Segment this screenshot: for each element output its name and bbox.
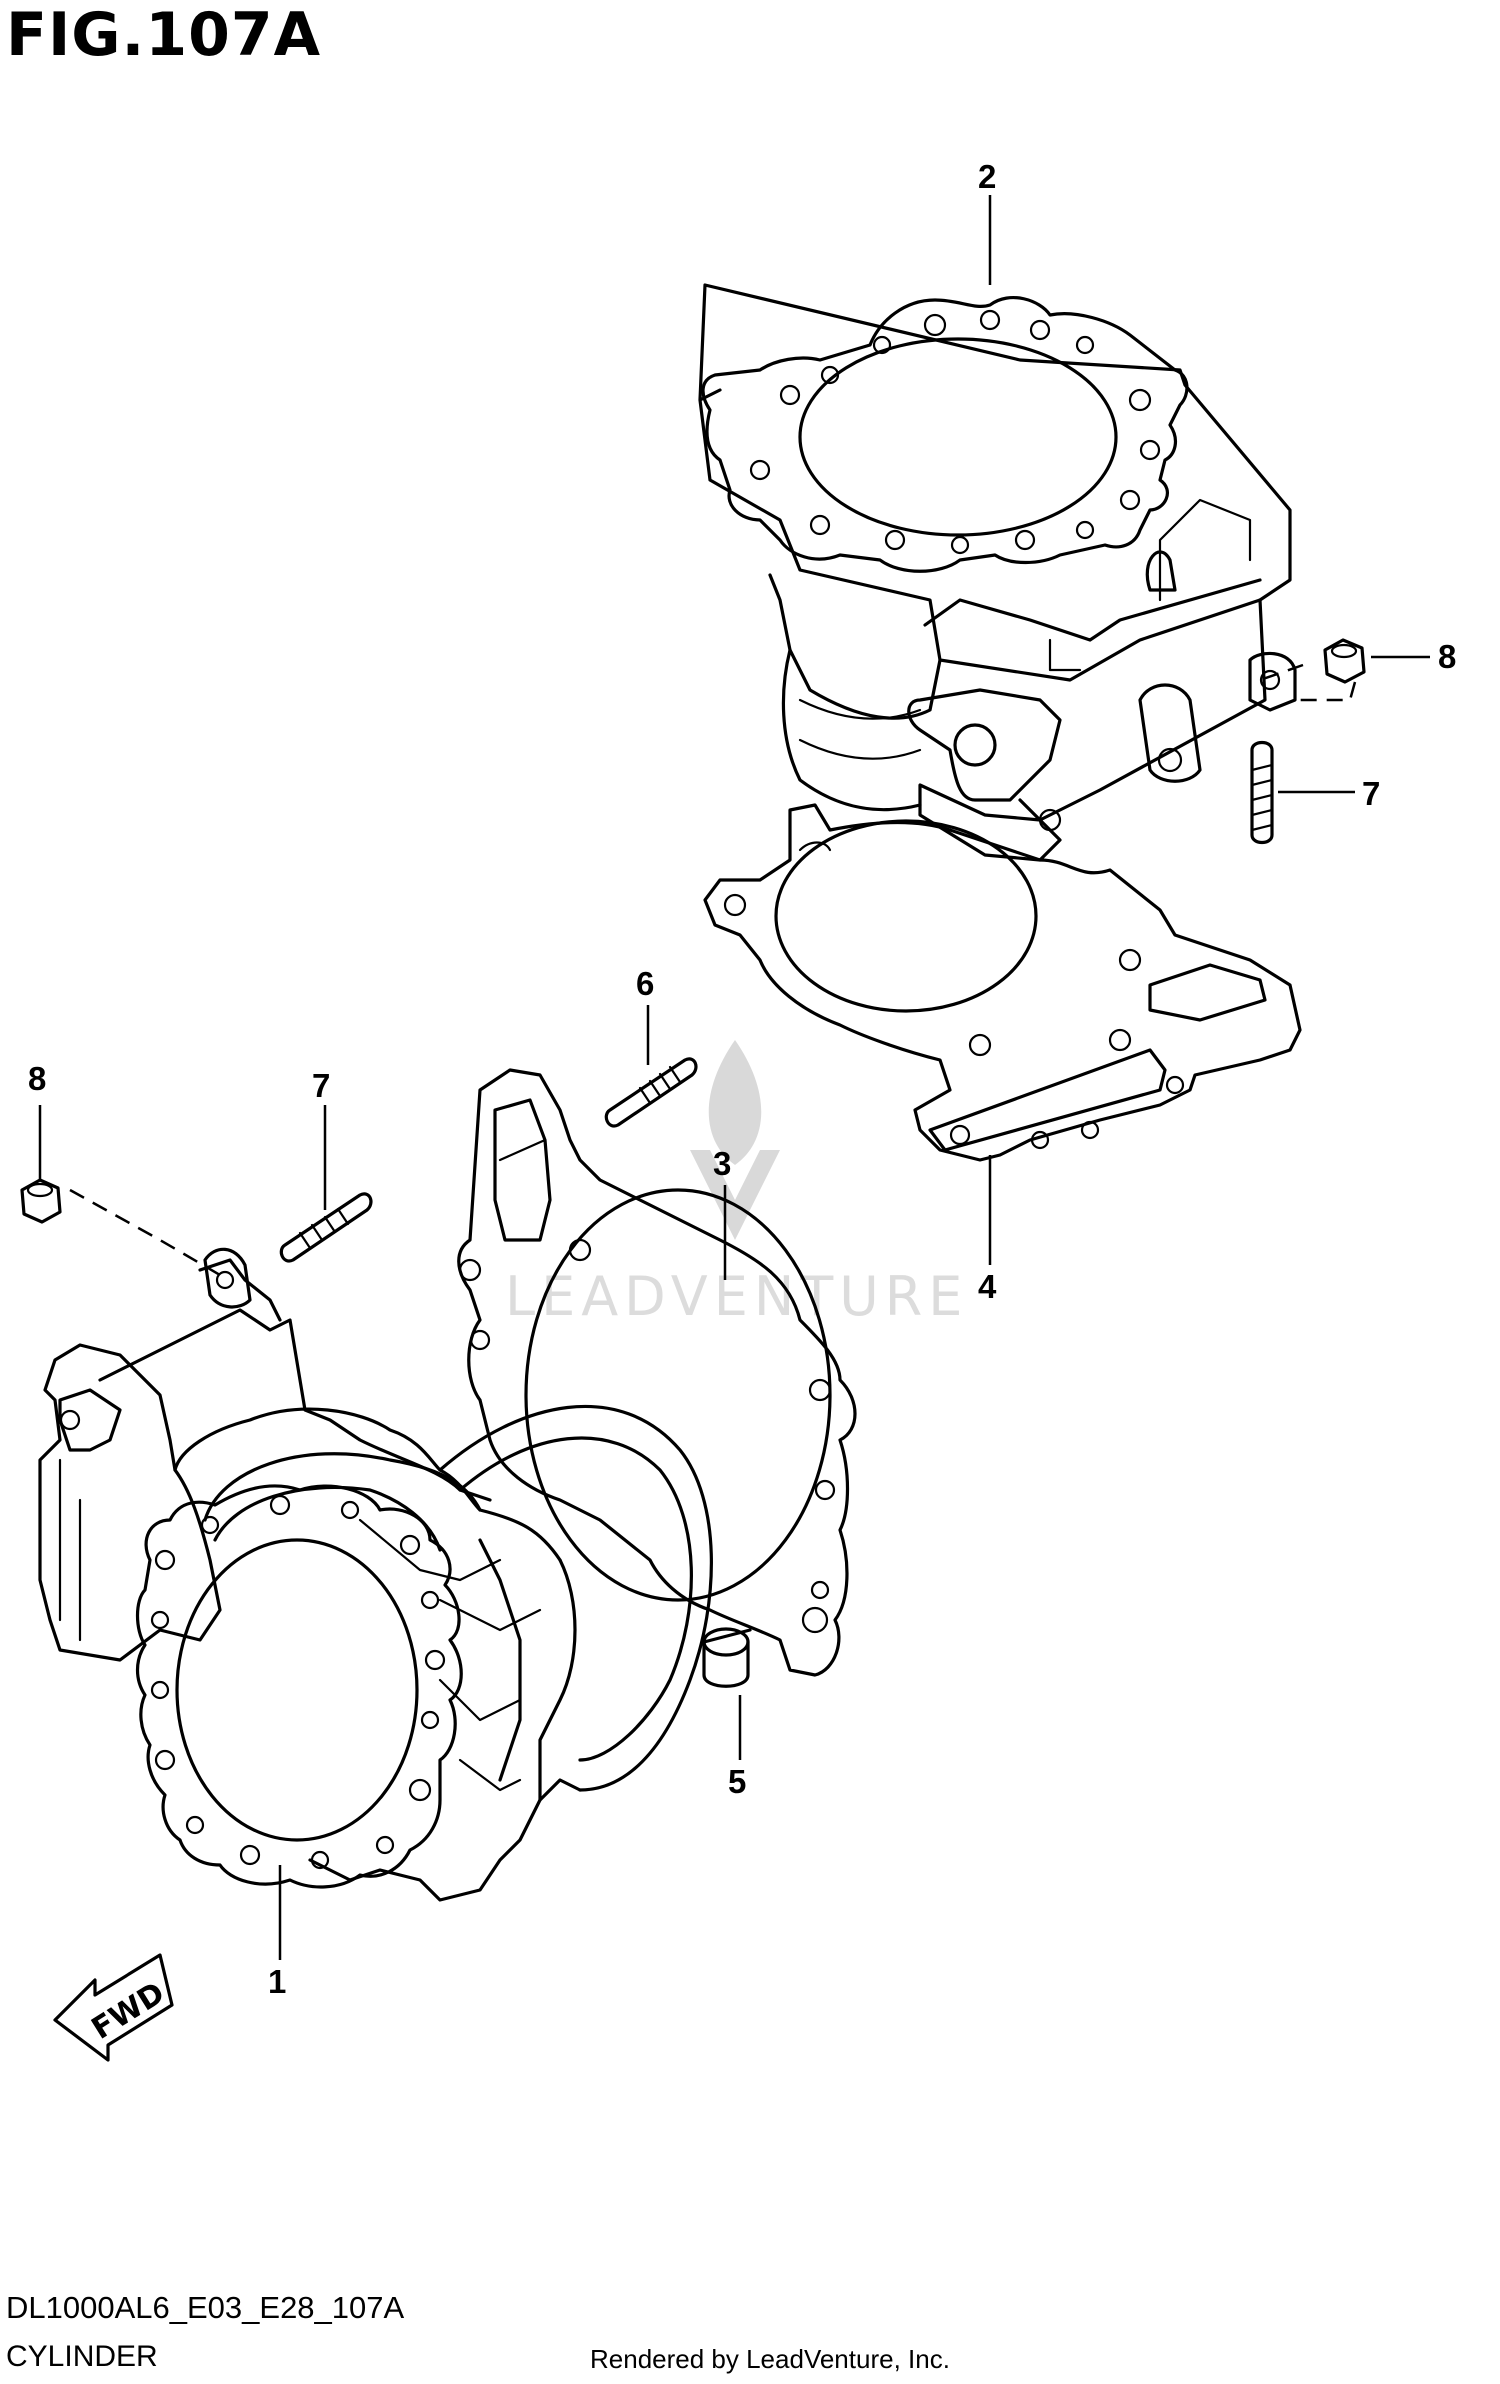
part-3-cylinder-gasket-lower[interactable] — [457, 1068, 857, 1677]
fwd-label: FWD — [86, 1976, 171, 2047]
callout-5: 5 — [728, 1763, 746, 1800]
callout-8-upper: 8 — [1438, 638, 1456, 675]
part-4-cylinder-gasket-upper[interactable] — [703, 803, 1302, 1162]
rendered-by-credit: Rendered by LeadVenture, Inc. — [590, 2344, 950, 2374]
callouts: 2 8 7 4 6 3 7 8 5 1 — [28, 158, 1456, 2000]
watermark-logo — [690, 1040, 780, 1240]
part-1-cylinder-lower[interactable] — [38, 1247, 713, 1902]
part-8-nut-upper[interactable] — [1323, 638, 1366, 684]
callout-1: 1 — [268, 1963, 286, 2000]
callout-2: 2 — [978, 158, 996, 195]
callout-4: 4 — [978, 1268, 997, 1305]
assembly-line-upper — [1259, 663, 1357, 702]
part-2-cylinder-upper[interactable] — [698, 283, 1297, 862]
callout-8-lower: 8 — [28, 1060, 46, 1097]
watermark-text: LEADVENTURE — [505, 1265, 968, 1328]
fwd-arrow-icon: FWD — [53, 1953, 174, 2062]
part-7-stud-lower[interactable] — [279, 1192, 373, 1263]
figure-code: DL1000AL6_E03_E28_107A — [6, 2290, 405, 2325]
part-5-dowel-pin[interactable] — [702, 1627, 752, 1688]
figure-title: FIG.107A — [6, 0, 322, 70]
callout-7-upper: 7 — [1362, 775, 1380, 812]
callout-7-lower: 7 — [312, 1067, 330, 1104]
leader-lines — [38, 195, 1430, 1960]
part-8-nut-lower[interactable] — [20, 1178, 62, 1224]
part-7-stud-upper[interactable] — [1250, 740, 1274, 845]
part-6-stud-bolt[interactable] — [604, 1057, 698, 1128]
figure-name: CYLINDER — [6, 2340, 158, 2373]
assembly-line-lower — [69, 1188, 221, 1277]
callout-3: 3 — [713, 1145, 731, 1182]
callout-6: 6 — [636, 965, 654, 1002]
